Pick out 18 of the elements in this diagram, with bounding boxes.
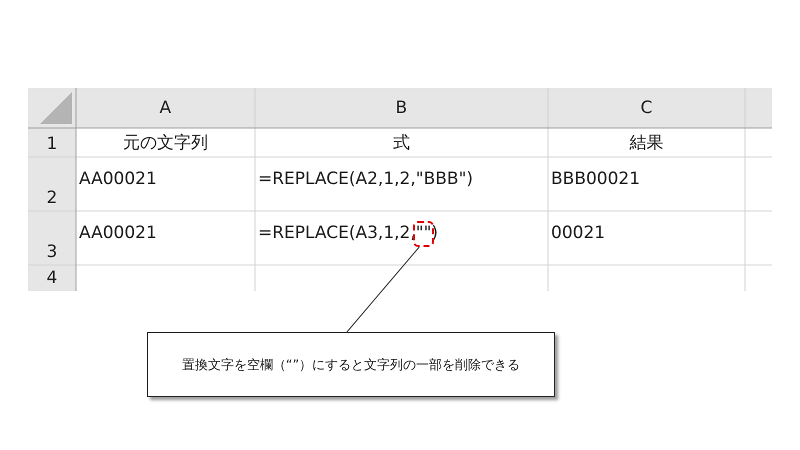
table-cell-text: 結果: [630, 132, 664, 154]
table-cell-text: 式: [393, 132, 410, 154]
table-cell: =REPLACE(A2,1,2,"BBB"): [258, 169, 474, 189]
callout-text: 置換文字を空欄（“”）にすると文字列の一部を削除できる: [182, 356, 520, 374]
column-header: C: [640, 98, 652, 118]
leader-line: [346, 246, 420, 332]
column-header: A: [160, 98, 172, 118]
table-cell-text: 元の文字列: [123, 132, 208, 154]
table-cell: 00021: [551, 223, 606, 243]
table-cell: AA00021: [79, 223, 157, 243]
table-cell: AA00021: [79, 169, 157, 189]
row-header: 4: [46, 268, 58, 288]
table-cell: BBB00021: [551, 169, 640, 189]
callout-box: [147, 332, 555, 397]
row-header: 2: [46, 188, 58, 208]
row-header: 3: [46, 242, 58, 262]
column-header: B: [396, 98, 408, 118]
row-header: 1: [46, 134, 58, 154]
